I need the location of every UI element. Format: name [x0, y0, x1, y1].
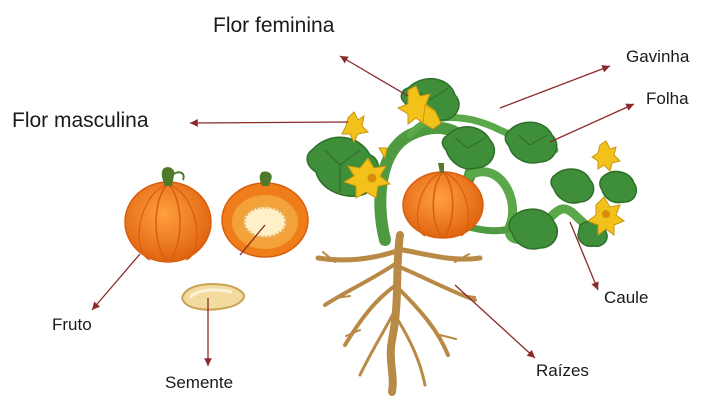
- label-fruto: Fruto: [52, 316, 92, 333]
- label-caule: Caule: [604, 289, 648, 306]
- label-raizes: Raízes: [536, 362, 589, 379]
- pumpkin-whole: [125, 167, 211, 262]
- roots: [318, 235, 480, 392]
- label-flor-masculina: Flor masculina: [12, 110, 149, 131]
- pumpkin-cross-section: [222, 171, 308, 257]
- label-semente: Semente: [165, 374, 233, 391]
- label-gavinha: Gavinha: [626, 48, 689, 65]
- label-folha: Folha: [646, 90, 689, 107]
- seed: [182, 284, 244, 310]
- label-flor-feminina: Flor feminina: [213, 15, 334, 36]
